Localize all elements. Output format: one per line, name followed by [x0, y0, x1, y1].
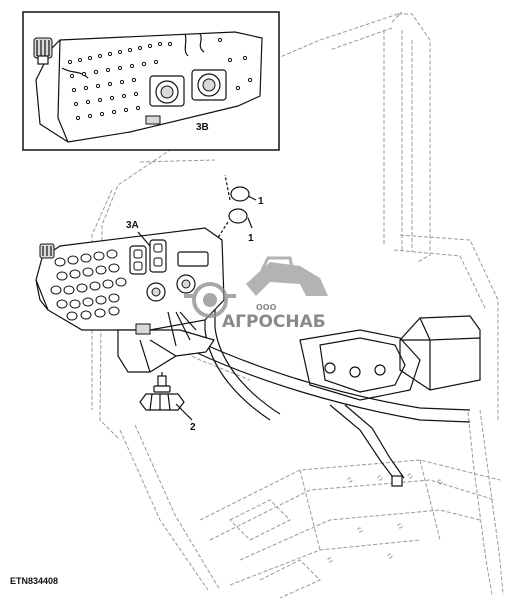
callout-1-lower: 1: [248, 233, 254, 244]
knob-item-2: [139, 372, 193, 421]
armrest-handrail: [194, 300, 481, 487]
callout-3a: 3A: [126, 220, 139, 231]
rotary-knob-left: [149, 75, 185, 107]
pcb-holes: [67, 37, 253, 121]
callout-2: 2: [190, 422, 196, 433]
switch-buttons: [50, 249, 127, 321]
watermark-text: АГРОСНАБ: [222, 312, 326, 332]
inset-detail-box: 3B: [22, 11, 280, 151]
figure-code: ETN834408: [10, 576, 58, 586]
o-ring-lower: [228, 208, 248, 224]
watermark-logo: [184, 256, 328, 318]
control-panel-3a: 3A: [35, 220, 225, 373]
callout-1-upper: 1: [258, 196, 264, 207]
callout-3b: 3B: [196, 122, 209, 133]
rotary-knob-right: [191, 69, 227, 101]
o-ring-upper: [230, 186, 250, 202]
watermark-prefix: ООО: [256, 303, 277, 312]
